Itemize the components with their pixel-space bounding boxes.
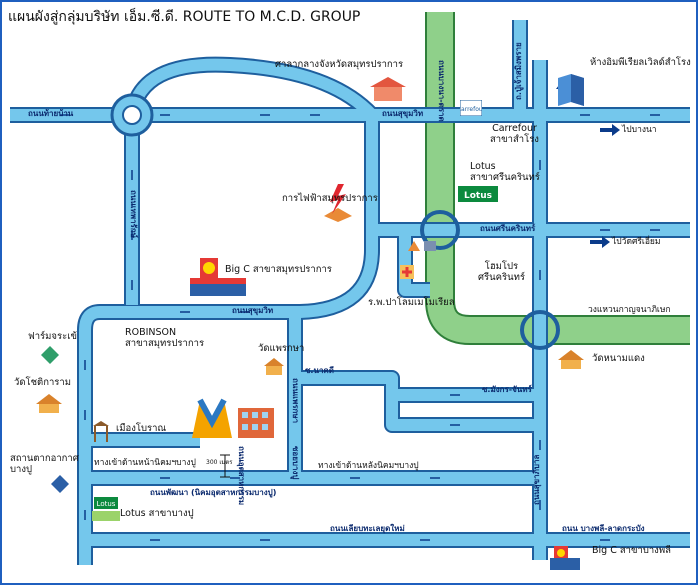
mcd-building-icon [236, 404, 276, 440]
label-road-srinakarin: ถนนศรีนครินทร์ [480, 224, 536, 233]
lightning-icon [320, 182, 356, 222]
label-road-bangphli: ถนน บางพลี-ลาดกระบัง [562, 524, 645, 533]
svg-text:Lotus: Lotus [464, 191, 492, 201]
label-road-sukhumvit-top: ถนนสุขุมวิท [382, 109, 424, 118]
label-road-phraeksa: ถนนแพรกษา [291, 378, 300, 424]
temple-chotikaram-icon [34, 392, 64, 414]
label-industrial-soi: ถนนอุตสาหกรรม [237, 446, 246, 506]
label-road-thepharak: ถนนเทพารักษ์ [129, 190, 138, 238]
temple-namdaeng-icon [556, 348, 586, 370]
bigc-icon [200, 258, 218, 278]
label-bangpu-entrance-front: ทางเข้าด้านหน้านิคมฯบางปู [94, 458, 196, 468]
map-title: แผนผังสู่กลุ่มบริษัท เอ็ม.ซี.ดี. ROUTE T… [8, 9, 361, 25]
lotus-bangpu-icon: Lotus [94, 494, 118, 509]
highway [425, 12, 690, 345]
interchange-srinakarin [420, 210, 460, 250]
mcd-logo-icon [190, 396, 234, 440]
label-distance: 300 เมตร [206, 459, 233, 466]
label-air-station: สถานตากอากาศบางปู [10, 453, 79, 475]
label-hospital: ร.พ.ปาโลมเมโมเรียล [368, 297, 455, 308]
label-road-coastal: ถนนเลียบทะเลยุดใหม่ [330, 524, 405, 533]
label-soi-nakhi: ซ.นาคดี [305, 366, 334, 375]
label-wat-namdaeng: วัดหนามแดง [592, 353, 645, 364]
building-icon-small [408, 236, 438, 251]
crocodile-farm-icon [40, 345, 60, 365]
lotus-bangpu-store-icon [92, 506, 120, 521]
label-road-bangna-trat: ถนนบางนา-ตราด [437, 60, 446, 122]
label-soi-mangkorn: ซ.มังกร-จันทร์ [482, 385, 532, 394]
label-wat-phraeksa: วัดแพรกษา [258, 343, 305, 354]
label-soi-bangpu: ซอยบางปู [291, 446, 300, 480]
courthouse-icon [368, 75, 408, 103]
label-to-wat-sri: ไปวัดศรีเอี่ยม [612, 237, 661, 247]
bigc-bangphli-icon [548, 546, 582, 572]
carrefour-icon-text: Carrefour [460, 106, 482, 113]
carrefour-icon: Carrefour [457, 99, 486, 117]
label-muang-boran: เมืองโบราณ [116, 423, 167, 434]
label-road-phatthana: ถนนพัฒนา (นิคมอุตสาหกรรมบางปู) [150, 488, 277, 497]
label-road-sukhaphiban: ถนนสุขาภิบาล [532, 454, 541, 505]
roads [10, 20, 690, 565]
label-bigc-bangphli: Big C สาขาบางพลี [592, 545, 671, 556]
ancient-city-icon [92, 420, 110, 444]
distance-marker [220, 454, 230, 478]
label-homepro: โฮมโปรศรีนครินทร์ [478, 261, 525, 283]
label-electricity: การไฟฟ้าสมุทรปราการ [282, 193, 378, 204]
svg-text:Lotus: Lotus [97, 500, 116, 508]
label-dept-store: ห้างอิมพีเรียลเวิลด์สำโรง [590, 57, 691, 68]
label-ring-road: วงแหวนกาญจนาภิเษก [588, 305, 671, 315]
mall-building-icon [556, 72, 586, 108]
lotus-srinakarin-icon: Lotus [458, 186, 498, 202]
label-road-sukhumvit-mid: ถนนสุขุมวิท [232, 306, 274, 315]
interchange-ring [520, 310, 560, 350]
label-courthouse: ศาลากลางจังหวัดสมุทรปราการ [275, 59, 404, 70]
air-station-icon [50, 474, 70, 494]
label-bigc-samutprakan: Big C สาขาสมุทรปราการ [225, 264, 332, 275]
bigc-store-icon [188, 276, 248, 298]
roundabout [110, 93, 154, 137]
label-lotus-bangpu: Lotus สาขาบางปู [120, 508, 194, 519]
label-road-thai-ban: ถนนท้ายบ้าน [28, 109, 74, 118]
label-wat-chotikaram: วัดโชติการาม [14, 377, 72, 388]
lane-marks [60, 114, 660, 541]
label-bangpu-entrance-back: ทางเข้าด้านหลังนิคมฯบางปู [318, 461, 419, 471]
temple-phraeksa-icon [262, 356, 286, 376]
label-farm-crocodile: ฟาร์มจระเข้ [28, 331, 77, 342]
label-road-poo-chao: ถ.ปู่เจ้าสมิงพราย [514, 42, 523, 100]
hospital-icon [400, 264, 414, 279]
label-to-bangna: ไปบางนา [622, 125, 657, 135]
